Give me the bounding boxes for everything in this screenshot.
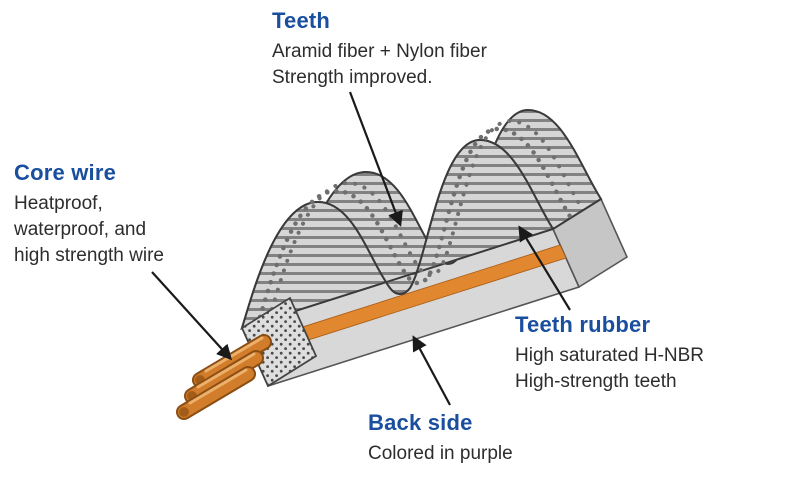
teeth-heading: Teeth <box>272 8 331 33</box>
core-wire-line-3: high strength wire <box>14 245 164 266</box>
teeth-rubber-arrow <box>518 225 571 311</box>
teeth-rubber-line-2: High-strength teeth <box>515 371 677 392</box>
core-wire-heading: Core wire <box>14 160 117 185</box>
teeth-arrow <box>348 91 403 227</box>
teeth-front-face <box>240 138 555 330</box>
callout-arrows <box>151 91 571 406</box>
teeth-rubber-line-1: High saturated H-NBR <box>515 345 705 366</box>
core-wire-line-1: Heatproof, <box>14 193 103 214</box>
belt-base <box>240 197 629 387</box>
teeth-rubber-heading: Teeth rubber <box>515 312 651 337</box>
label-teeth: Teeth Aramid fiber + Nylon fiber Strengt… <box>272 8 487 91</box>
back-side-line-1: Colored in purple <box>368 443 513 464</box>
label-core-wire: Core wire Heatproof, waterproof, and hig… <box>14 160 164 269</box>
core-wire-arrow <box>151 271 233 361</box>
label-teeth-rubber: Teeth rubber High saturated H-NBR High-s… <box>515 312 704 395</box>
teeth-line-1: Aramid fiber + Nylon fiber <box>272 41 487 62</box>
label-back-side: Back side Colored in purple <box>368 410 513 467</box>
back-side-heading: Back side <box>368 410 473 435</box>
core-wires <box>176 334 272 420</box>
core-wire-3 <box>176 366 256 420</box>
core-wire-1 <box>192 334 272 388</box>
teeth-line-2: Strength improved. <box>272 67 433 88</box>
core-wire-line-2: waterproof, and <box>14 219 147 240</box>
back-side-arrow <box>412 335 451 406</box>
